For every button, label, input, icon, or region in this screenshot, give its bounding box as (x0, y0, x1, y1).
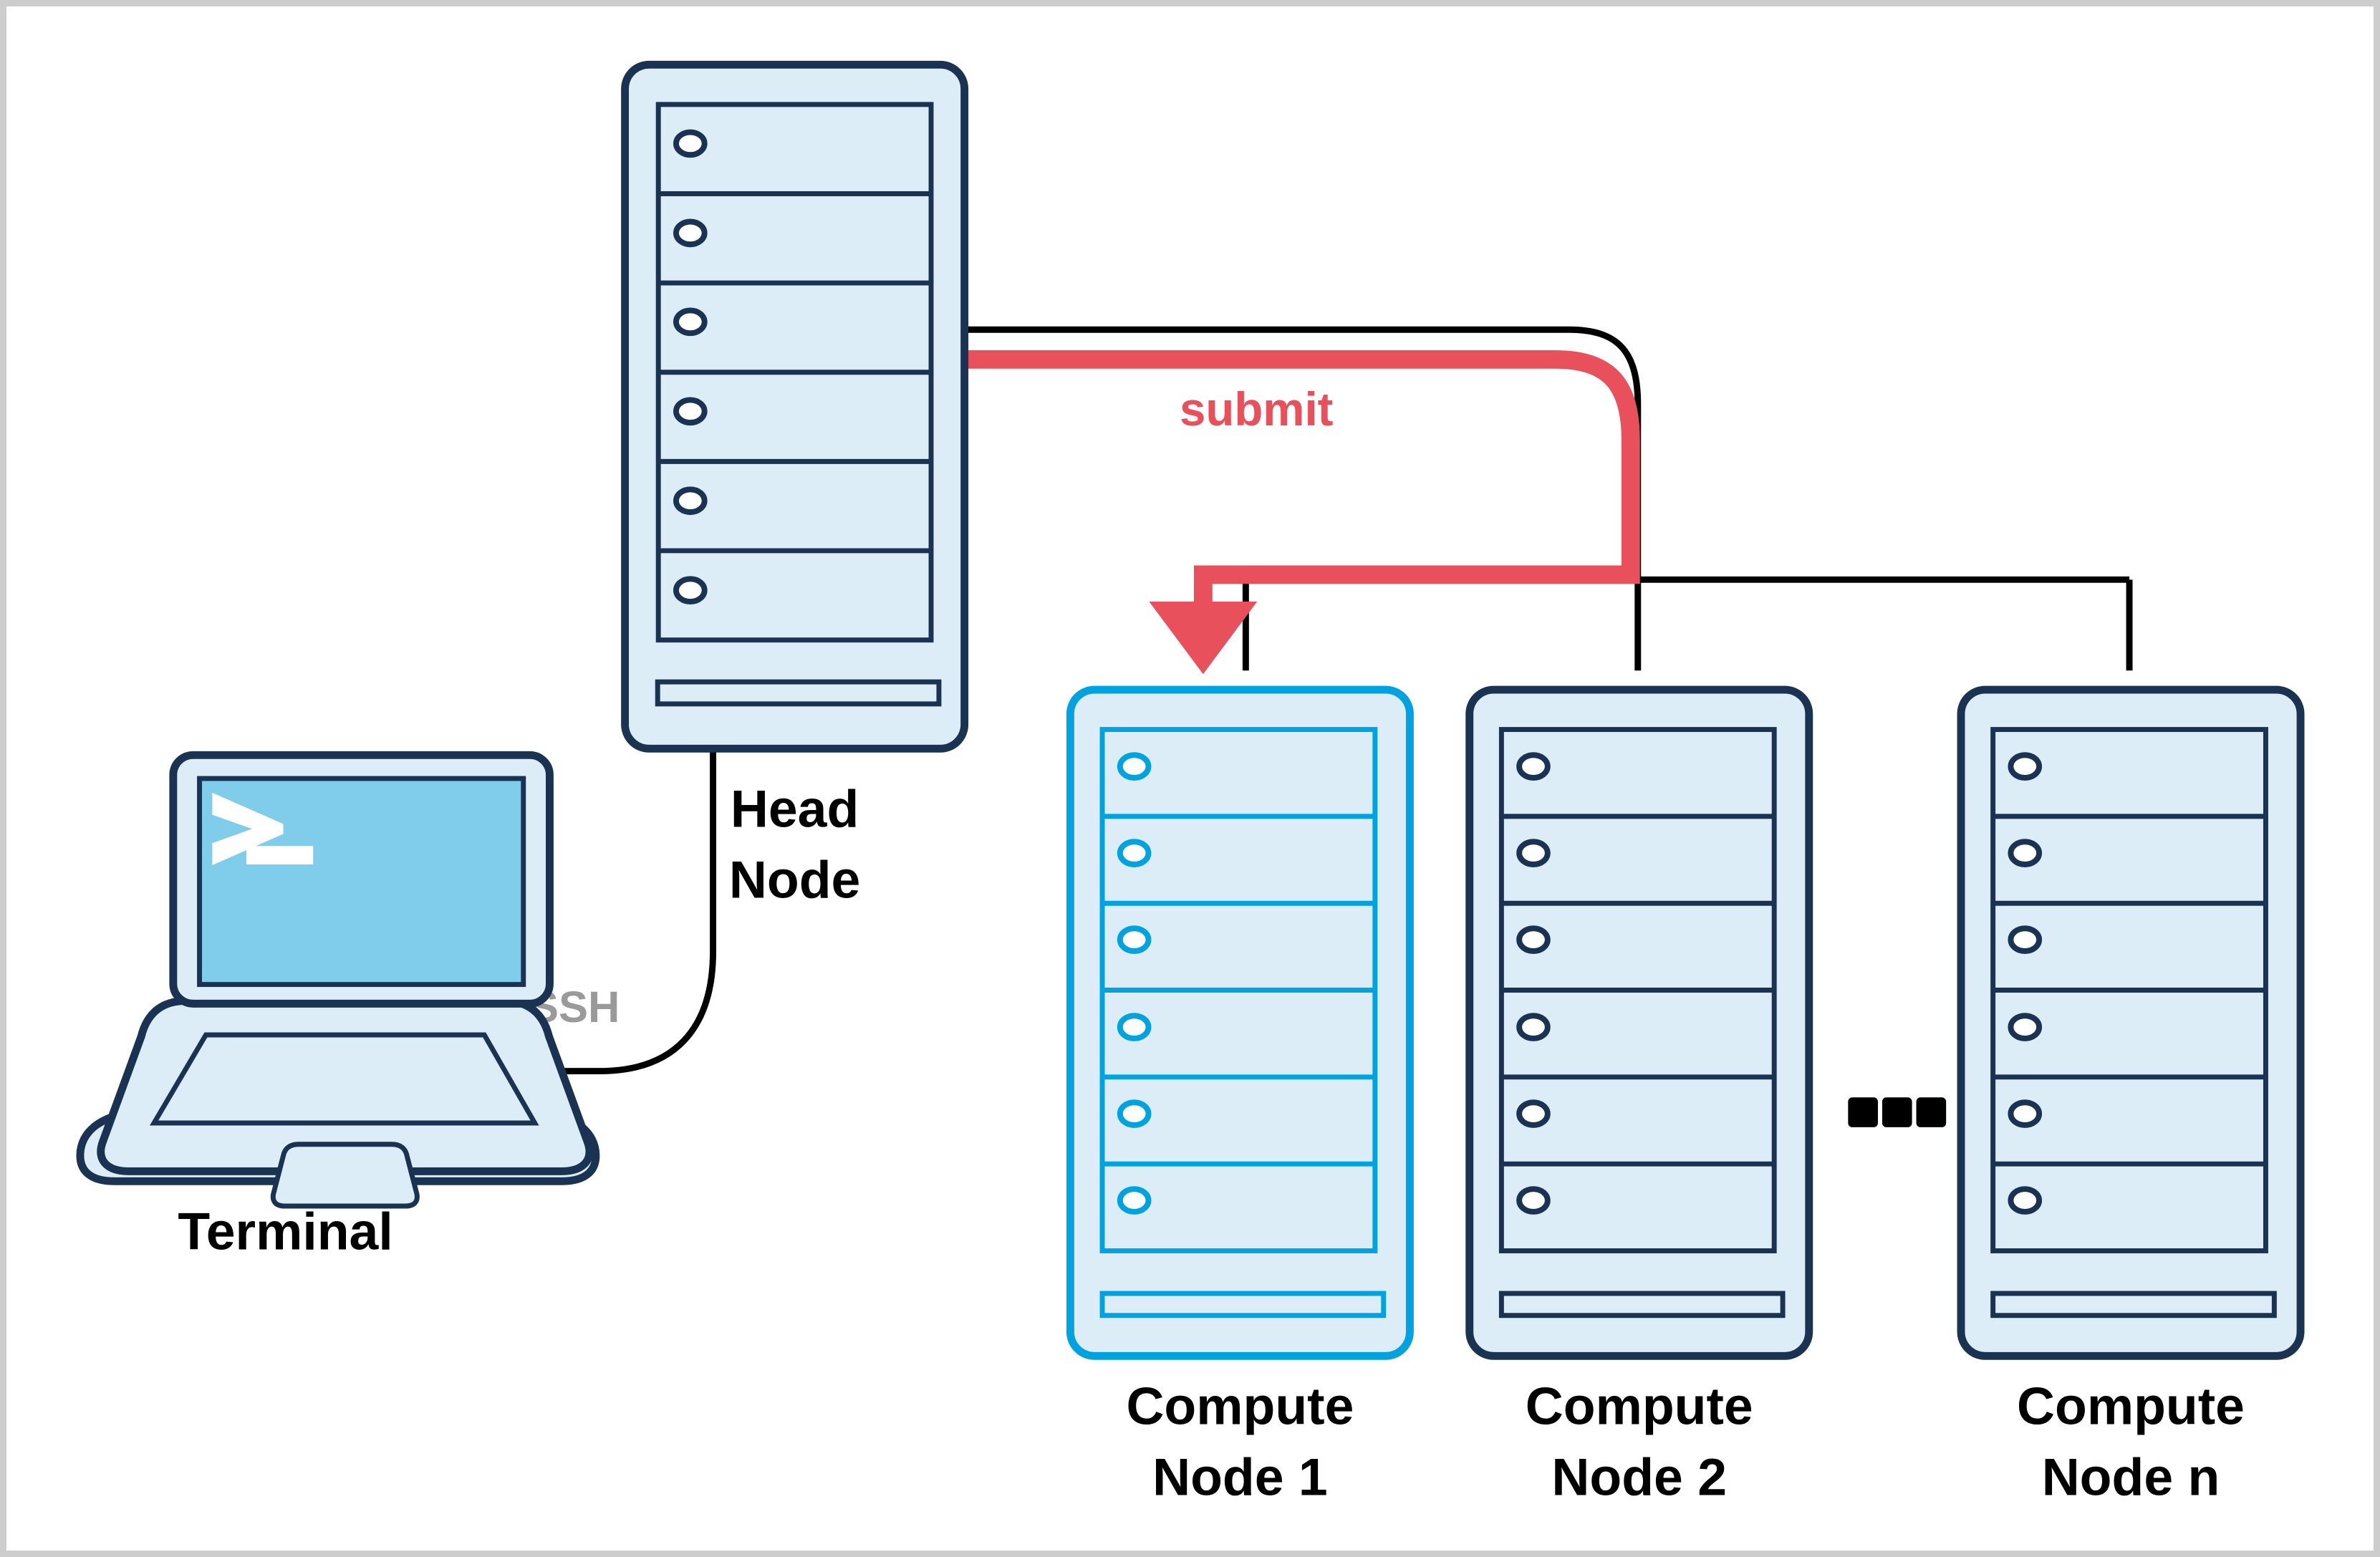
head-node-body (621, 60, 969, 753)
compute-node-n-label-line2: Node n (2042, 1448, 2220, 1507)
head-node-bay-led (673, 307, 708, 337)
ellipsis-dot (1882, 1097, 1912, 1127)
compute-node-n-label-line1: Compute (2017, 1377, 2245, 1435)
compute-node-2-label-line2: Node 2 (1551, 1448, 1727, 1507)
head-node[interactable] (621, 60, 969, 753)
ssh-connector (506, 750, 717, 1075)
compute-node-n-bay-led (2008, 1013, 2043, 1041)
compute-node-1-bay-led (1117, 839, 1152, 867)
compute-node-2-bay-led (1516, 839, 1551, 867)
compute-node-1[interactable] (1066, 685, 1414, 1360)
compute-node-1-bay-led (1117, 1013, 1152, 1041)
compute-node-1-bay-led (1117, 925, 1152, 954)
head-node-bay-led (673, 218, 708, 248)
laptop-keyboard-area (150, 1032, 539, 1126)
terminal-cursor-icon (246, 846, 314, 864)
terminal-label: Terminal (178, 1202, 392, 1261)
compute-node-n-bay-led (2008, 1099, 2043, 1128)
compute-node-2-bay-led (1516, 1186, 1551, 1215)
head-node-bay-led (673, 397, 708, 426)
compute-node-n-bay-led (2008, 1186, 2043, 1215)
laptop-terminal-icon[interactable] (76, 751, 600, 1209)
ellipsis-dot (1916, 1097, 1947, 1127)
compute-node-1-body (1066, 685, 1414, 1360)
ellipsis-dots (1848, 1097, 1947, 1127)
head-node-bay-led (673, 486, 708, 516)
compute-node-2-optical-bar (1498, 1291, 1786, 1319)
compute-node-2-body (1465, 685, 1813, 1360)
compute-node-1-bay-led (1117, 752, 1152, 781)
compute-node-2-bay-led (1516, 752, 1551, 781)
compute-node-n-bay-led (2008, 839, 2043, 867)
head-node-label-line2: Node (729, 851, 860, 910)
ellipsis-dot (1848, 1097, 1878, 1127)
compute-node-1-bay-led (1117, 1186, 1152, 1215)
compute-node-n-bay-led (2008, 925, 2043, 954)
compute-node-2-label-line1: Compute (1526, 1377, 1753, 1435)
compute-node-1-label-line1: Compute (1126, 1377, 1354, 1435)
compute-node-n[interactable] (1957, 685, 2305, 1360)
laptop-trackpad (270, 1142, 420, 1209)
head-node-bay-led (673, 129, 708, 158)
compute-node-n-optical-bar (1990, 1291, 2277, 1319)
compute-node-n-bay-led (2008, 752, 2043, 781)
compute-node-1-label-line2: Node 1 (1152, 1448, 1328, 1507)
submit-arrowhead (1149, 602, 1258, 675)
compute-node-2-bay-led (1516, 925, 1551, 954)
submit-label: submit (1180, 383, 1334, 435)
terminal-prompt-chevron-icon (212, 792, 284, 865)
submit-connector (967, 350, 1640, 675)
compute-node-2[interactable] (1465, 685, 1813, 1360)
compute-node-1-bay-led (1117, 1099, 1152, 1128)
compute-node-2-bay-led (1516, 1013, 1551, 1041)
head-node-bay-led (673, 576, 708, 605)
head-node-optical-bar (655, 679, 942, 707)
head-node-label-line1: Head (731, 779, 859, 838)
cluster-diagram: SSH submit Head Node (76, 60, 2305, 1507)
compute-node-2-bay-led (1516, 1099, 1551, 1128)
compute-node-1-optical-bar (1099, 1291, 1387, 1319)
compute-node-n-body (1957, 685, 2305, 1360)
cluster-bus-connector (967, 326, 2133, 671)
